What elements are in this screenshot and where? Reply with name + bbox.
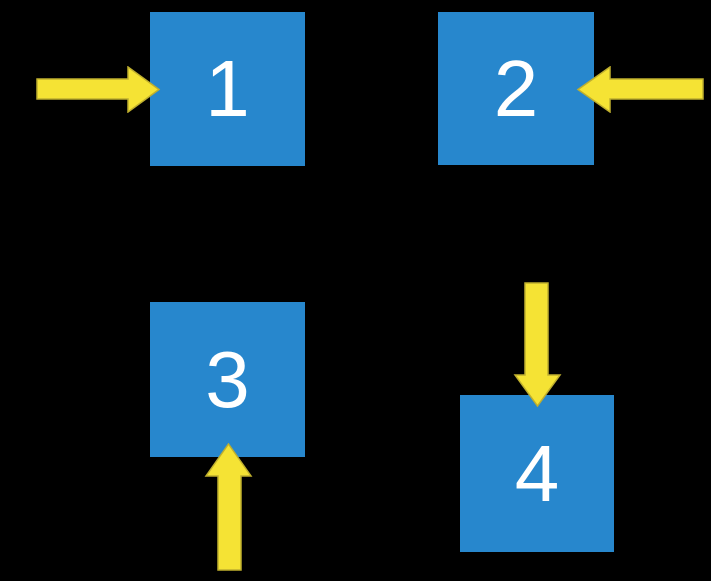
- box-2-label: 2: [493, 43, 539, 133]
- box-3-label: 3: [205, 334, 250, 424]
- right-arrow-icon: [36, 66, 161, 113]
- box-4-label: 4: [514, 428, 560, 518]
- box-4: 4: [460, 395, 614, 552]
- left-arrow-icon: [576, 66, 704, 113]
- down-arrow-icon: [513, 282, 562, 408]
- box-1-label: 1: [205, 44, 250, 133]
- up-arrow-icon: [204, 443, 253, 571]
- box-1: 1: [150, 12, 305, 166]
- box-3: 3: [150, 302, 305, 457]
- box-2: 2: [438, 12, 594, 165]
